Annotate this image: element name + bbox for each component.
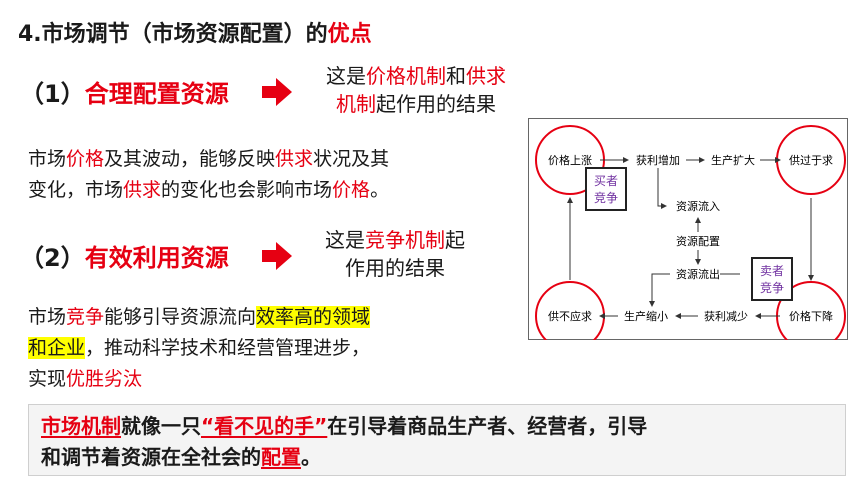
point1-label: 合理配置资源: [84, 80, 229, 108]
label-profit-up: 获利增加: [636, 153, 680, 167]
note-text: 和: [446, 64, 466, 88]
point1-paragraph: 市场价格及其波动，能够反映供求状况及其 变化，市场供求的变化也会影响市场价格。: [28, 144, 518, 206]
para-line: 市场价格及其波动，能够反映供求状况及其: [28, 144, 518, 175]
note-text: 这是: [326, 64, 366, 88]
title-highlight: 优点: [327, 22, 372, 47]
summary-red: “看不见的手”: [201, 414, 328, 438]
seller-competition-box: [751, 257, 793, 301]
para-line: 实现优胜劣汰: [28, 364, 498, 395]
point2-heading: （2）有效利用资源: [20, 238, 229, 273]
para-text: 能够引导资源流向: [104, 306, 257, 328]
para-text: 实现: [28, 368, 67, 390]
para-text: 市场: [28, 148, 67, 170]
note-text: 这是: [325, 228, 365, 252]
para-line: 变化，市场供求的变化也会影响市场价格。: [28, 175, 518, 206]
note-red: 供求: [466, 64, 506, 88]
price-mechanism-diagram: 价格上涨 获利增加 生产扩大 供过于求 资源流入 资源配置 资源流出 供不应求 …: [528, 118, 848, 340]
label-seller-1: 卖者: [760, 264, 784, 278]
summary-line: 和调节着资源在全社会的配置。: [41, 442, 833, 473]
para-red: 供求: [275, 148, 314, 170]
point1-note: 这是价格机制和供求 机制起作用的结果: [296, 62, 536, 118]
label-resource-alloc: 资源配置: [676, 234, 720, 248]
label-seller-2: 竞争: [760, 281, 784, 295]
summary-text: 和调节着资源在全社会的: [41, 445, 261, 469]
summary-text: 在引导着商品生产者、经营者，引导: [327, 414, 648, 438]
summary-text: 。: [301, 445, 321, 469]
para-line: 和企业，推动科学技术和经营管理进步，: [28, 333, 498, 364]
note-red: 价格机制: [366, 64, 446, 88]
point1-note-line2: 机制起作用的结果: [296, 90, 536, 118]
para-line: 市场竞争能够引导资源流向效率高的领域: [28, 302, 498, 333]
para-red: 优胜劣汰: [66, 368, 143, 390]
label-production-down: 生产缩小: [624, 309, 668, 323]
point2-note: 这是竞争机制起 作用的结果: [300, 226, 490, 282]
label-resource-out: 资源流出: [676, 267, 720, 281]
para-text: 状况及其: [313, 148, 390, 170]
point2-note-line1: 这是竞争机制起: [300, 226, 490, 254]
label-price-up: 价格上涨: [548, 153, 592, 167]
label-profit-down: 获利减少: [704, 310, 748, 323]
para-text: ，推动科学技术和经营管理进步，: [85, 337, 371, 359]
point2-number: （2）: [20, 244, 85, 272]
summary-box: 市场机制就像一只“看不见的手”在引导着商品生产者、经营者，引导 和调节着资源在全…: [28, 404, 846, 476]
para-text: 的变化也会影响市场: [161, 179, 333, 201]
note-red: 机制: [336, 92, 376, 116]
note-text: 起: [445, 228, 465, 252]
label-supply-short: 供不应求: [548, 309, 592, 323]
para-red: 竞争: [66, 306, 105, 328]
label-price-down: 价格下降: [789, 309, 833, 323]
point1-number: （1）: [20, 80, 85, 108]
title-text: 4.市场调节（市场资源配置）的: [18, 22, 328, 47]
note-text: 起作用的结果: [376, 92, 496, 116]
summary-red: 配置: [261, 445, 301, 469]
arrow: [649, 273, 670, 307]
right-arrow-icon: [262, 78, 292, 106]
page-title: 4.市场调节（市场资源配置）的优点: [18, 16, 372, 48]
label-buyer-2: 竞争: [594, 191, 618, 205]
label-buyer-1: 买者: [594, 174, 618, 188]
para-red: 价格: [332, 179, 371, 201]
label-resource-in: 资源流入: [676, 199, 720, 213]
summary-text: 就像一只: [121, 414, 201, 438]
para-text: 市场: [28, 306, 67, 328]
para-text: 变化，市场: [28, 179, 124, 201]
point2-label: 有效利用资源: [84, 244, 229, 272]
point1-note-line1: 这是价格机制和供求: [296, 62, 536, 90]
point2-paragraph: 市场竞争能够引导资源流向效率高的领域 和企业，推动科学技术和经营管理进步， 实现…: [28, 302, 498, 395]
right-arrow-icon: [262, 242, 292, 270]
para-red: 价格: [66, 148, 105, 170]
para-red: 供求: [123, 179, 162, 201]
label-production-up: 生产扩大: [711, 153, 755, 167]
para-highlight: 效率高的领域: [256, 306, 371, 328]
arrow: [657, 168, 667, 209]
diagram-frame: [528, 118, 848, 340]
para-highlight: 和企业: [28, 337, 86, 359]
para-text: 。: [370, 179, 390, 201]
note-red: 竞争机制: [365, 228, 445, 252]
label-supply-exceeds: 供过于求: [789, 153, 833, 167]
buyer-competition-box: [585, 167, 627, 211]
summary-red: 市场机制: [41, 414, 121, 438]
summary-line: 市场机制就像一只“看不见的手”在引导着商品生产者、经营者，引导: [41, 411, 833, 442]
para-text: 及其波动，能够反映: [104, 148, 276, 170]
point2-note-line2: 作用的结果: [345, 256, 445, 280]
point1-heading: （1）合理配置资源: [20, 74, 229, 109]
